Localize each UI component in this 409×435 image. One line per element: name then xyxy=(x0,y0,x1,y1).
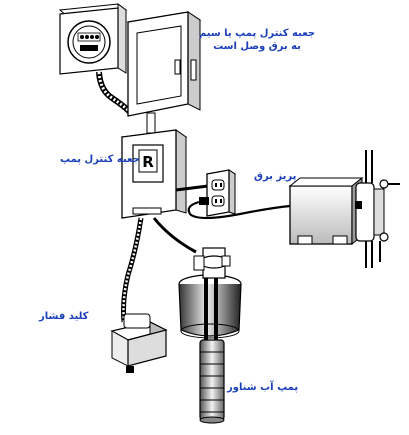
svg-text:R: R xyxy=(142,153,154,171)
switch-conduit xyxy=(121,217,144,323)
wall-outlet-icon xyxy=(199,169,237,217)
motor-icon xyxy=(288,150,400,268)
submersible-pump-label: پمپ آب شناور xyxy=(227,382,299,393)
electric-meter-icon xyxy=(58,3,133,115)
motor-cord xyxy=(187,200,291,220)
pressure-switch-icon xyxy=(110,313,168,373)
submersible-pump-icon xyxy=(199,339,225,424)
conduit xyxy=(146,112,156,134)
pump-cable xyxy=(152,217,197,254)
outlet-cable xyxy=(175,184,209,192)
pressure-switch-label: کلید فشار xyxy=(39,311,89,322)
main-panel-label-line2: به برق وصل است xyxy=(213,41,301,52)
breaker-panel-icon xyxy=(126,11,202,117)
pressure-tank-icon xyxy=(178,247,242,342)
pump-control-box-icon: R xyxy=(120,129,188,219)
outlet-label: پریز برق xyxy=(254,171,297,182)
main-panel-label-line1: جعبه کنترل پمپ یا سیم xyxy=(198,28,316,39)
main-panel-label: جعبه کنترل پمپ یا سیم به برق وصل است xyxy=(196,27,318,53)
control-box-label: جعبه کنترل پمپ xyxy=(60,154,140,165)
